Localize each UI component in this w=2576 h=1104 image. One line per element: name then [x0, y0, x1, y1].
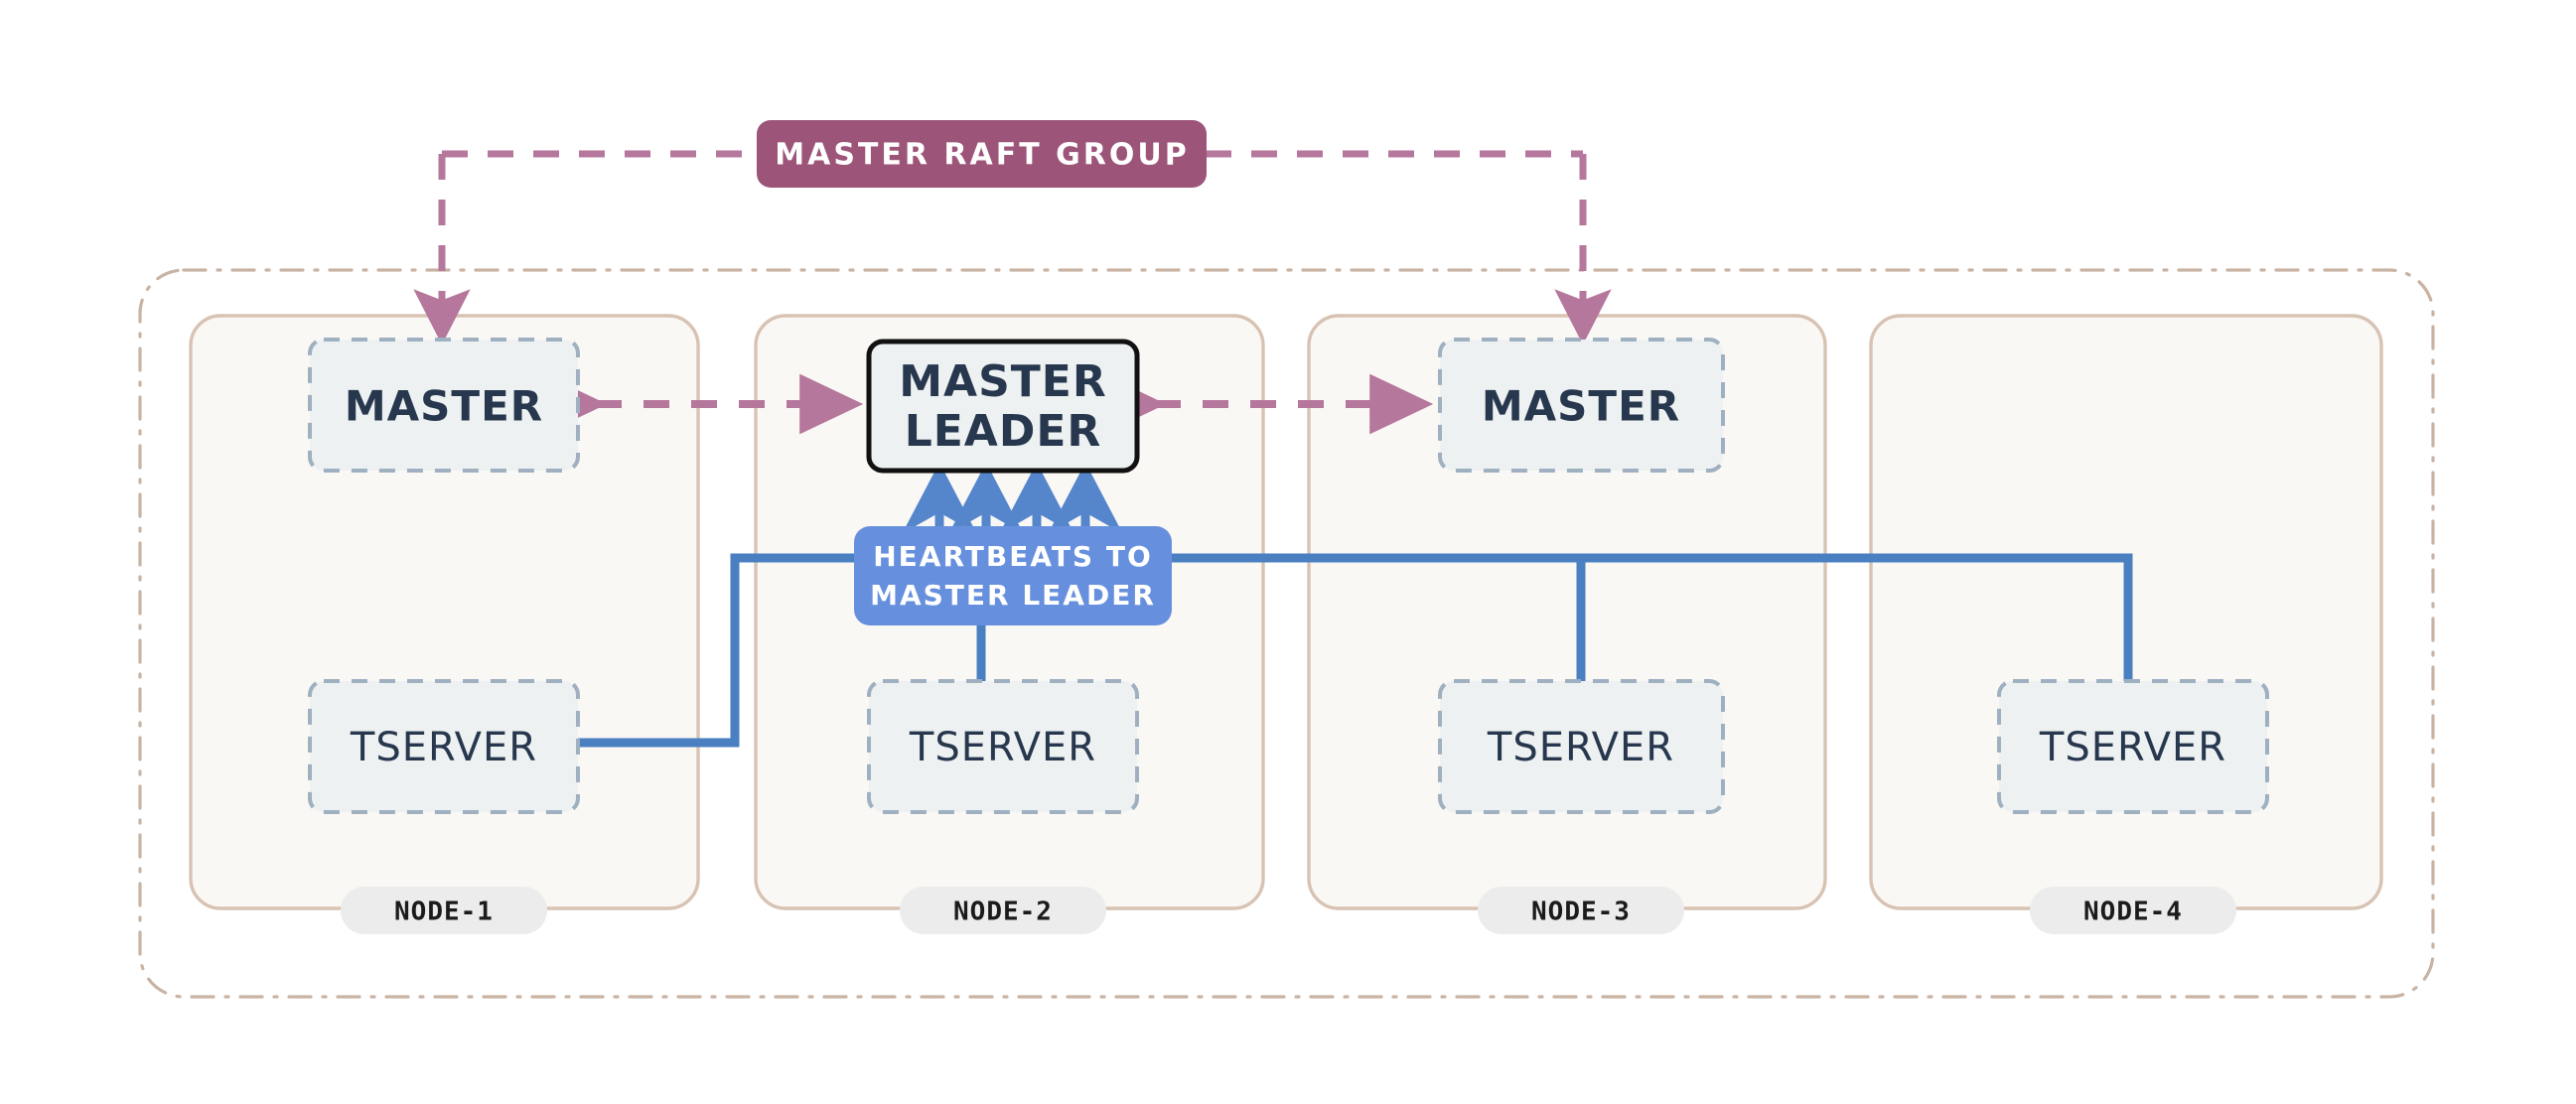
process-label-tserver-node-1: TSERVER	[350, 725, 537, 770]
heartbeats-label-line1: HEARTBEATS TO	[873, 540, 1153, 573]
node-pill-node-2[interactable]	[900, 887, 1106, 934]
process-label-tserver-node-2: TSERVER	[909, 725, 1096, 770]
heartbeat-line-node-4	[1162, 553, 2133, 683]
heartbeats-label-line2: MASTER LEADER	[870, 579, 1156, 612]
master-raft-group-badge[interactable]	[757, 120, 1207, 188]
process-label-master-leader-line1: MASTER	[899, 356, 1106, 407]
master-raft-group-label: MASTER RAFT GROUP	[775, 138, 1189, 173]
node-pill-node-3[interactable]	[1478, 887, 1684, 934]
heartbeats-badge[interactable]	[854, 526, 1172, 625]
process-label-master-leader-line2: LEADER	[905, 406, 1102, 457]
node-pill-node-1[interactable]	[341, 887, 547, 934]
process-box-tserver-node-3[interactable]	[1438, 679, 1725, 814]
process-box-master-leader-node-2[interactable]	[866, 339, 1140, 474]
node-pill-node-4[interactable]	[2030, 887, 2236, 934]
node-pill-label-node-2: NODE-2	[953, 897, 1053, 927]
process-box-master-node-3[interactable]	[1438, 338, 1725, 473]
process-label-master-node-1: MASTER	[345, 382, 543, 431]
process-label-tserver-node-3: TSERVER	[1487, 725, 1674, 770]
process-label-master-node-3: MASTER	[1482, 382, 1680, 431]
cluster-boundary	[138, 268, 2435, 999]
node-pill-label-node-1: NODE-1	[394, 897, 494, 927]
process-box-tserver-node-1[interactable]	[308, 679, 580, 814]
node-pill-label-node-3: NODE-3	[1531, 897, 1631, 927]
process-box-tserver-node-2[interactable]	[867, 679, 1139, 814]
process-label-tserver-node-4: TSERVER	[2039, 725, 2226, 770]
process-box-tserver-node-4[interactable]	[1997, 679, 2269, 814]
heartbeat-line-node-1	[576, 553, 854, 748]
node-pill-label-node-4: NODE-4	[2083, 897, 2183, 927]
process-box-master-node-1[interactable]	[308, 338, 580, 473]
